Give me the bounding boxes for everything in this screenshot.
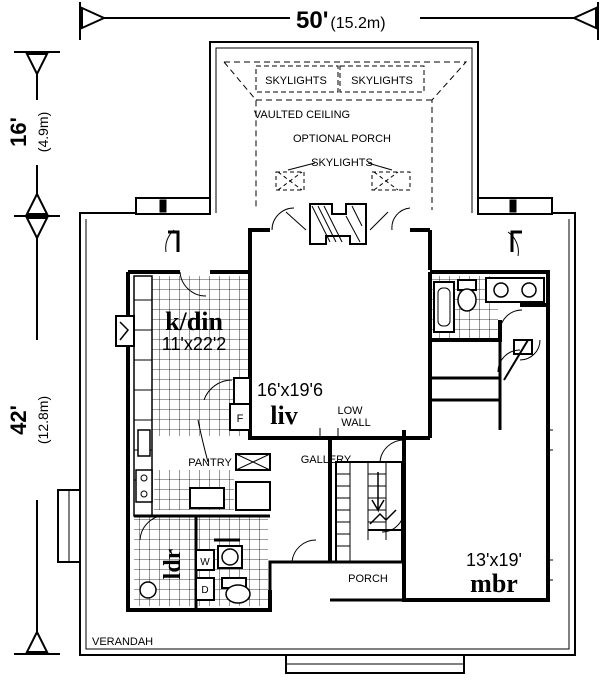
kitchen-name: k/din <box>165 307 223 336</box>
dimension-depth: 16' (4.9m) 42' (12.8m) <box>6 51 60 655</box>
dim-depth-upper-metric: (4.9m) <box>35 112 51 152</box>
dim-width-text: 50' <box>296 7 328 34</box>
dim-width-metric: (15.2m) <box>330 15 385 32</box>
verandah-label: VERANDAH <box>92 636 153 648</box>
dimension-width: 50'(15.2m) <box>79 2 599 40</box>
window-marks <box>548 429 553 581</box>
skylights-mid-label: SKYLIGHTS <box>311 157 373 169</box>
living-size: 16'x19'6 <box>257 380 323 400</box>
dim-depth-lower-metric: (12.8m) <box>35 396 51 444</box>
dim-depth-upper: 16' <box>6 117 31 147</box>
living-name: liv <box>270 401 297 430</box>
verandah <box>57 197 576 674</box>
porch-label: PORCH <box>348 573 388 585</box>
svg-text:50'(15.2m): 50'(15.2m) <box>296 7 386 34</box>
gallery-label: GALLERY <box>301 454 352 466</box>
laundry-name: ldr <box>160 548 186 579</box>
master-size: 13'x19' <box>466 550 522 570</box>
low-wall-label-1: LOW <box>337 405 363 417</box>
master-name: mbr <box>470 569 518 598</box>
vaulted-ceiling-label: VAULTED CEILING <box>254 109 350 121</box>
kitchen-area <box>115 271 271 517</box>
dryer-label: D <box>201 585 208 596</box>
master-bath <box>432 276 545 361</box>
dim-depth-lower: 42' <box>6 405 31 435</box>
pantry-label: PANTRY <box>188 457 232 469</box>
fireplace <box>271 203 411 245</box>
low-wall-label-2: WALL <box>341 417 371 429</box>
stairs <box>335 439 405 563</box>
laundry-area <box>134 514 270 610</box>
doors <box>165 229 529 563</box>
house-walls <box>126 228 550 612</box>
skylights-right-label: SKYLIGHTS <box>351 75 413 87</box>
optional-porch-label: OPTIONAL PORCH <box>293 133 391 145</box>
fridge-label: F <box>237 413 244 425</box>
washer-label: W <box>200 557 210 568</box>
kitchen-size: 11'x22'2 <box>162 334 227 354</box>
skylights-left-label: SKYLIGHTS <box>265 75 327 87</box>
optional-porch <box>209 41 479 213</box>
